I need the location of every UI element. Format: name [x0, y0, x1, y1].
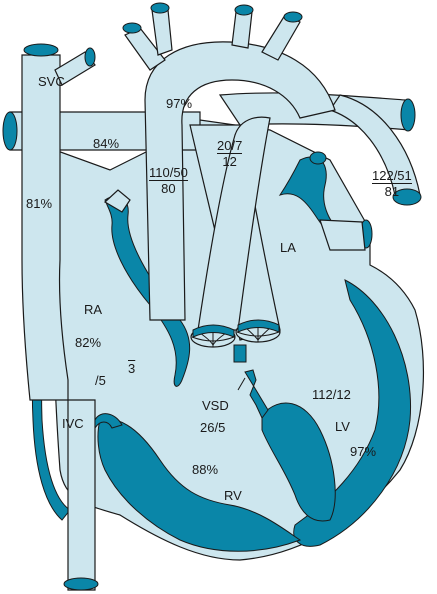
lv-label: LV [335, 419, 350, 434]
svc-top-end [23, 43, 59, 57]
lv-pressure: 112/12 [312, 387, 351, 402]
desc-aorta-mean: 81 [372, 183, 412, 199]
aorta-sat: 97% [166, 96, 193, 111]
pulmonary-vein-left [103, 189, 131, 213]
ivc-label: IVC [62, 416, 84, 431]
aortic-arch [144, 41, 336, 321]
descending-aorta-end [392, 188, 422, 206]
ra-sat: 82% [75, 335, 102, 350]
pulmonary-trunk [197, 116, 271, 331]
arch-branch-1-end [122, 22, 142, 34]
svc-label: SVC [38, 74, 65, 89]
rv-label: RV [224, 488, 242, 503]
septum-upper [233, 344, 247, 363]
ra-pressure-mean: 3 [128, 361, 136, 376]
pa-mean: 12 [217, 153, 243, 169]
ra-pressure-a: /5 [95, 373, 106, 388]
pa-pressure-block: 20/7 12 [217, 138, 243, 170]
desc-aorta-pressure: 122/51 [372, 168, 412, 183]
arch-branch-4 [261, 14, 301, 61]
arch-branch-2-end [150, 2, 170, 14]
rv-wall [97, 418, 302, 552]
aortic-valve-cusp [237, 319, 280, 333]
ivc-end [63, 577, 99, 591]
la-label: LA [280, 240, 296, 255]
septum-fragments [244, 369, 269, 419]
rv-sat: 88% [192, 462, 219, 477]
pa-sat: 84% [93, 136, 120, 151]
arch-branch-4-end [283, 11, 303, 23]
arch-branch-3-end [234, 4, 254, 16]
interatrial-wall [104, 195, 191, 387]
septum-muscle [261, 402, 336, 522]
arch-branch-3 [231, 11, 253, 49]
pulmonary-valve-leaflets [191, 330, 235, 347]
vsd-pointer [237, 377, 246, 391]
svc-branch-end [84, 47, 96, 67]
svc-tube [21, 54, 96, 591]
pulmonary-valve-cusp [192, 324, 235, 338]
svc-sat: 81% [26, 196, 53, 211]
vsd-label: VSD [202, 398, 229, 413]
lv-wall [293, 279, 412, 547]
pa-pressure: 20/7 [217, 138, 243, 153]
lv-sat: 97% [350, 444, 377, 459]
pulmonary-artery-end [2, 111, 18, 151]
pulmonary-vein-right [319, 219, 366, 251]
pulmonary-vein-top-end [309, 151, 327, 165]
aorta-mean: 80 [149, 180, 188, 196]
ra-label: RA [84, 302, 103, 317]
aorta-pressure-block: 110/50 80 [149, 165, 188, 197]
aortic-valve-leaflets [236, 325, 280, 342]
rv-pressure: 26/5 [200, 420, 226, 435]
ivc-valve [94, 413, 123, 430]
aorta-right-end [400, 98, 416, 132]
desc-aorta-pressure-block: 122/51 81 [372, 168, 412, 200]
aorta-pressure: 110/50 [149, 165, 188, 180]
